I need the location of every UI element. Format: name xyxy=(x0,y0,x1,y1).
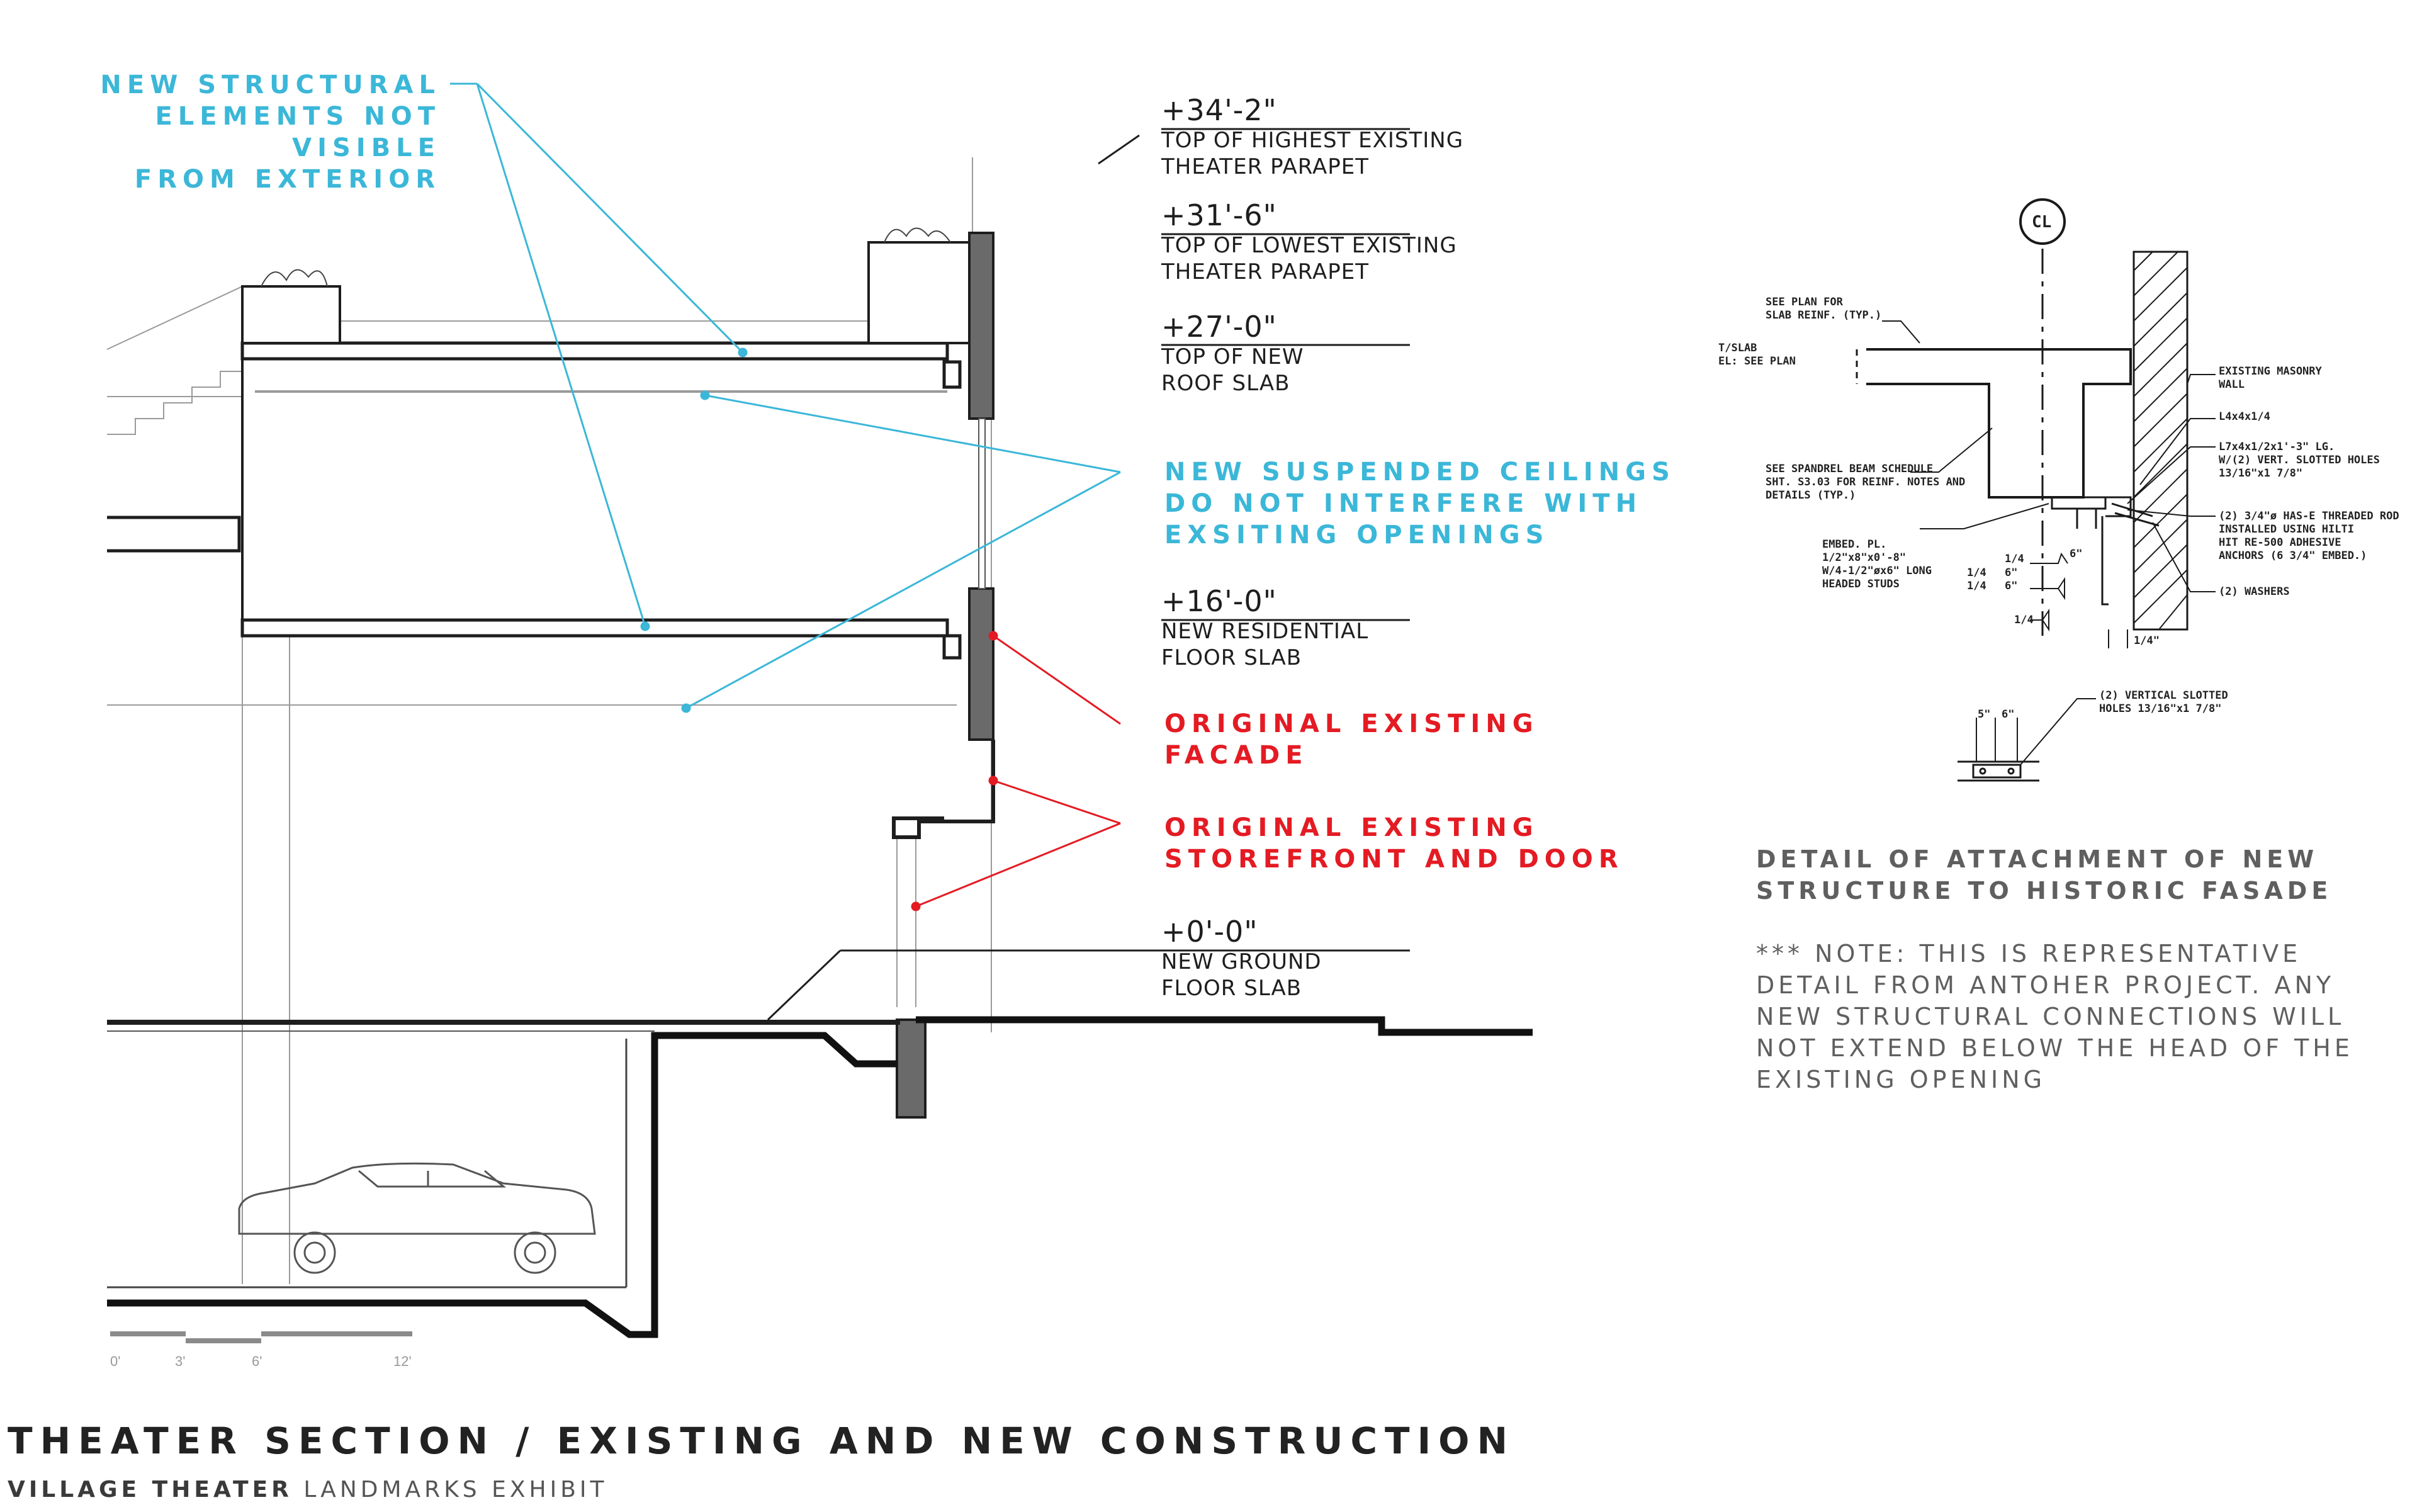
scale-bar xyxy=(110,1331,412,1343)
neighbor-stair xyxy=(107,371,242,435)
detail-weld-2b: 6" 6" xyxy=(2005,567,2018,592)
detail-dim-2: 6" xyxy=(2002,708,2015,721)
elevation-description: NEW RESIDENTIAL FLOOR SLAB xyxy=(1161,619,1369,670)
mezzanine-edge xyxy=(107,516,241,553)
elevation-value: +34'-2" xyxy=(1161,93,1277,127)
elevation-label: +34'-2" TOP OF HIGHEST EXISTING THEATER … xyxy=(1161,93,1463,180)
detail-note-slotted: (2) VERTICAL SLOTTED HOLES 13/16"x1 7/8" xyxy=(2099,689,2228,715)
detail-dim-quarter: 1/4" xyxy=(2134,635,2160,647)
right-planter xyxy=(867,241,974,344)
blue-leaders xyxy=(450,82,1121,713)
car-illustration xyxy=(238,1162,596,1274)
red-leaders xyxy=(911,631,1121,911)
centerline-marker xyxy=(2019,198,2066,245)
detail-weld-1: 1/4 xyxy=(2005,553,2024,565)
elevation-value: +27'-0" xyxy=(1161,310,1277,344)
callout-suspended-ceilings: NEW SUSPENDED CEILINGS DO NOT INTERFERE … xyxy=(1164,458,1676,550)
detail-note-tslab: T/SLAB EL: SEE PLAN xyxy=(1718,342,1796,368)
attachment-detail xyxy=(1856,198,2216,782)
historic-facade xyxy=(896,232,994,1119)
elevation-description: TOP OF HIGHEST EXISTING THEATER PARAPET xyxy=(1161,128,1464,179)
foundation-line xyxy=(107,1032,897,1338)
detail-caption: DETAIL OF ATTACHMENT OF NEW STRUCTURE TO… xyxy=(1756,845,2333,905)
subtitle-project: VILLAGE THEATER xyxy=(8,1477,293,1503)
detail-weld-2: 1/4 1/4 xyxy=(1967,567,1986,592)
detail-note-angle-1: L4x4x1/4 xyxy=(2219,410,2270,423)
left-planter xyxy=(241,285,341,344)
detail-note-spandrel: SEE SPANDREL BEAM SCHEDULE SHT. S3.03 FO… xyxy=(1766,463,1966,502)
subtitle-exhibit: LANDMARKS EXHIBIT xyxy=(292,1477,608,1503)
detail-disclaimer: *** NOTE: THIS IS REPRESENTATIVE DETAIL … xyxy=(1756,940,2353,1093)
ground-floor-slab xyxy=(107,1020,900,1025)
scale-label: 3' xyxy=(175,1353,186,1369)
elevation-label: +27'-0" TOP OF NEW ROOF SLAB xyxy=(1161,310,1304,397)
centerline-label: CL xyxy=(2032,213,2052,232)
roof-slab xyxy=(240,341,962,389)
facade-window xyxy=(978,418,986,589)
elevation-value: +31'-6" xyxy=(1161,198,1277,232)
elevation-description: NEW GROUND FLOOR SLAB xyxy=(1161,949,1322,1001)
scale-label: 12' xyxy=(393,1353,412,1369)
elevation-value: +16'-0" xyxy=(1161,584,1277,618)
detail-weld-3: 1/4 xyxy=(2014,614,2034,626)
detail-note-washers: (2) WASHERS xyxy=(2219,585,2290,598)
roof-ceiling-line xyxy=(255,390,947,393)
elevation-description: TOP OF NEW ROOF SLAB xyxy=(1161,344,1304,396)
callout-new-structural: NEW STRUCTURAL ELEMENTS NOT VISIBLE FROM… xyxy=(100,71,441,194)
residential-floor-slab xyxy=(240,618,962,660)
storefront-canopy xyxy=(892,740,995,839)
elevation-rules xyxy=(767,128,1410,1021)
context-lines xyxy=(107,157,992,1284)
detail-note-rod: (2) 3/4"ø HAS-E THREADED ROD INSTALLED U… xyxy=(2219,510,2399,562)
detail-note-masonry: EXISTING MASONRY WALL xyxy=(2219,365,2322,391)
scale-label: 6' xyxy=(252,1353,262,1369)
elevation-label: +31'-6" TOP OF LOWEST EXISTING THEATER P… xyxy=(1161,198,1457,285)
planter-shrubs xyxy=(261,227,951,287)
detail-note-see-plan: SEE PLAN FOR SLAB REINF. (TYP.) xyxy=(1766,296,1882,322)
elevation-label: +0'-0" NEW GROUND FLOOR SLAB xyxy=(1161,915,1322,1001)
elevation-value: +0'-0" xyxy=(1161,915,1258,949)
sheet-subtitle: VILLAGE THEATER LANDMARKS EXHIBIT xyxy=(8,1477,608,1503)
sheet-title: THEATER SECTION / EXISTING AND NEW CONST… xyxy=(8,1419,1515,1462)
detail-note-embed: EMBED. PL. 1/2"x8"x0'-8" W/4-1/2"øx6" LO… xyxy=(1822,538,1932,590)
callout-original-storefront: ORIGINAL EXISTING STOREFRONT AND DOOR xyxy=(1164,813,1624,874)
existing-ground-line xyxy=(916,1016,1533,1036)
callout-original-facade: ORIGINAL EXISTING FACADE xyxy=(1164,709,1539,770)
detail-note-angle-2: L7x4x1/2x1'-3" LG. W/(2) VERT. SLOTTED H… xyxy=(2219,441,2380,480)
neighbor-roof-slope xyxy=(106,286,243,350)
scale-label: 0' xyxy=(110,1353,121,1369)
detail-weld-1b: 6" xyxy=(2070,548,2083,560)
detail-dim-1: 5" xyxy=(1978,708,1991,721)
elevation-description: TOP OF LOWEST EXISTING THEATER PARAPET xyxy=(1161,233,1457,285)
elevation-label: +16'-0" NEW RESIDENTIAL FLOOR SLAB xyxy=(1161,584,1368,671)
